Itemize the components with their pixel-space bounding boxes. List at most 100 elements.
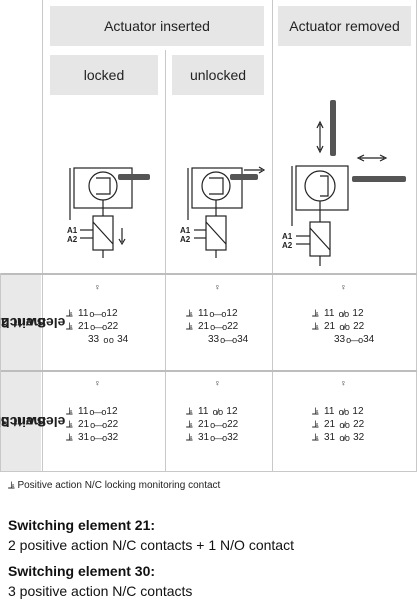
contact-terminal: 21	[198, 321, 210, 332]
contact-terminal: 22	[107, 321, 119, 332]
desc-text-21: 2 positive action N/C contacts + 1 N/O c…	[8, 537, 294, 553]
contact-terminal: 33	[88, 334, 100, 345]
footnote: ⫡ Positive action N/C locking monitoring…	[8, 480, 221, 491]
lock-symbol-icon: ⫡	[66, 308, 73, 319]
contact-symbol-icon: o/o	[339, 419, 350, 430]
header-locked: locked	[50, 55, 158, 95]
desc-text-30: 3 positive action N/C contacts	[8, 583, 193, 599]
lock-symbol-icon: ⫡	[312, 432, 319, 443]
comparison-table: Actuator inserted Actuator removed locke…	[0, 0, 417, 472]
contact-terminal: 33	[334, 334, 346, 345]
lock-symbol-icon: ⫡	[312, 419, 319, 430]
contact-terminal: 12	[352, 406, 364, 417]
actuator-pivot-icon: ♀	[214, 378, 221, 388]
actuator-pivot-icon: ♀	[214, 282, 221, 292]
label-a1: A1	[180, 226, 191, 235]
contact-terminal: 12	[226, 308, 238, 319]
contact-terminal: 31	[78, 432, 90, 443]
contact-terminal: 34	[363, 334, 375, 345]
contact-symbol-icon: o/o	[339, 321, 350, 332]
contact-symbol-icon: o/o	[338, 308, 350, 319]
contact-symbol-icon: o/o	[338, 406, 350, 417]
contact-symbol-icon: o o	[103, 334, 114, 345]
mechanism-diagram-unlocked: A1 A2	[180, 166, 266, 258]
contact-symbol-icon: o—o	[220, 334, 237, 345]
contact-terminal: 21	[78, 321, 90, 332]
contact-symbol-icon: o—o	[90, 432, 107, 443]
grid-line	[0, 370, 417, 372]
grid-line	[42, 0, 43, 472]
contact-terminal: 12	[106, 308, 118, 319]
contact-terminal: 12	[106, 406, 118, 417]
contact-terminal: 22	[107, 419, 119, 430]
contact-terminal: 22	[353, 419, 365, 430]
contact-terminal: 21	[324, 419, 336, 430]
contact-terminal: 11	[78, 308, 89, 319]
actuator-pivot-icon: ♀	[94, 378, 101, 388]
contact-terminal: 22	[353, 321, 365, 332]
contact-terminal: 11	[198, 308, 209, 319]
contact-terminal: 32	[227, 432, 239, 443]
contact-terminal: 21	[78, 419, 90, 430]
contact-terminal: 11	[324, 406, 335, 417]
actuator-pivot-icon: ♀	[94, 282, 101, 292]
mechanism-diagram-locked: A1 A2	[67, 167, 150, 258]
lock-symbol-icon: ⫡	[312, 321, 319, 332]
contact-symbol-icon: o—o	[90, 419, 107, 430]
lock-symbol-icon: ⫡	[186, 321, 193, 332]
contact-terminal: 22	[227, 321, 239, 332]
grid-line	[0, 273, 417, 275]
contact-terminal: 21	[198, 419, 210, 430]
header-actuator-removed: Actuator removed	[278, 6, 411, 46]
desc-title-21: Switching element 21:	[8, 517, 156, 533]
actuator-pivot-icon: ♀	[340, 282, 347, 292]
header-unlocked: unlocked	[172, 55, 264, 95]
lock-symbol-icon: ⫡	[312, 308, 319, 319]
contact-terminal: 11	[78, 406, 89, 417]
contact-symbol-icon: o—o	[210, 419, 227, 430]
lock-symbol-icon: ⫡	[66, 419, 73, 430]
lock-symbol-icon: ⫡	[186, 406, 193, 417]
contact-terminal: 33	[208, 334, 220, 345]
actuator-pivot-icon: ♀	[340, 378, 347, 388]
contact-symbol-icon: o—o	[90, 321, 107, 332]
grid-line	[272, 0, 273, 472]
contact-symbol-icon: o/o	[212, 406, 224, 417]
grid-line	[0, 273, 1, 472]
contact-terminal: 12	[352, 308, 364, 319]
contact-terminal: 21	[324, 321, 336, 332]
label-a2: A2	[67, 235, 78, 244]
contact-terminal: 32	[107, 432, 119, 443]
contact-symbol-icon: o/o	[339, 432, 350, 443]
lock-symbol-icon: ⫡	[186, 308, 193, 319]
contact-symbol-icon: o—o	[209, 308, 226, 319]
label-a2: A2	[180, 235, 191, 244]
lock-symbol-icon: ⫡	[66, 406, 73, 417]
desc-title-30: Switching element 30:	[8, 563, 156, 579]
contact-symbol-icon: o—o	[210, 321, 227, 332]
contact-terminal: 34	[117, 334, 129, 345]
label-a2: A2	[282, 241, 293, 250]
contact-terminal: 11	[198, 406, 209, 417]
contact-symbol-icon: o—o	[346, 334, 363, 345]
grid-line	[0, 471, 417, 472]
